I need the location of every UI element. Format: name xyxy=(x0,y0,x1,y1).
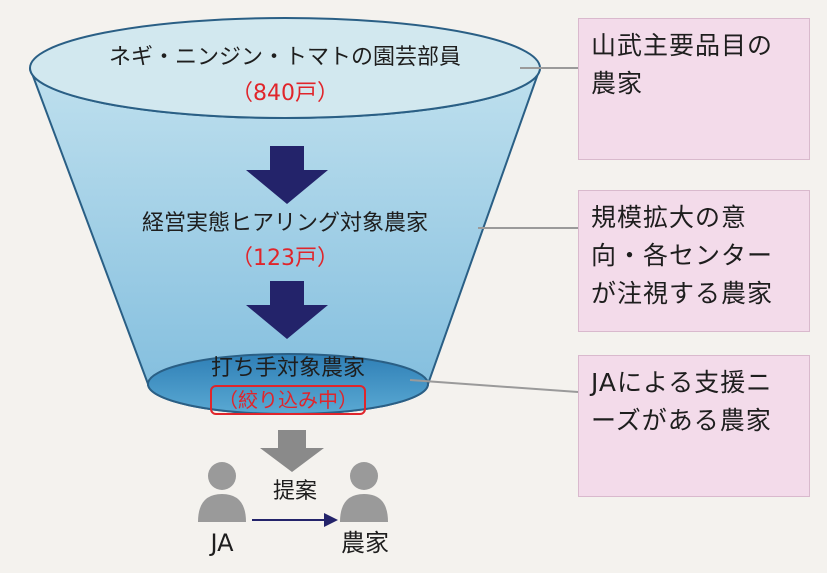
level3-label: 打ち手対象農家 xyxy=(210,356,365,381)
person-icon xyxy=(340,462,388,522)
person-icon xyxy=(198,462,246,522)
note-support-needs-farmers: JAによる支援ニーズがある農家 xyxy=(578,355,810,497)
level1-label: ネギ・ニンジン・トマトの園芸部員 xyxy=(108,45,461,70)
down-arrow-icon xyxy=(246,146,328,204)
level3-status-wrap: （絞り込み中） xyxy=(178,385,398,415)
level3-status: （絞り込み中） xyxy=(210,385,366,415)
level1-count: （840戸） xyxy=(231,81,339,106)
level2-label: 経営実態ヒアリング対象農家 xyxy=(141,211,428,236)
connector-line xyxy=(409,379,579,393)
down-arrow-icon xyxy=(260,430,324,472)
farmer-label: 農家 xyxy=(341,529,389,557)
proposal-label: 提案 xyxy=(272,479,317,504)
ja-label: JA xyxy=(210,529,234,557)
note-main-crop-farmers: 山武主要品目の農家 xyxy=(578,18,810,160)
proposal-arrow-icon xyxy=(252,513,338,527)
down-arrow-icon xyxy=(246,281,328,339)
level2-count: （123戸） xyxy=(231,246,339,271)
note-expansion-farmers: 規模拡大の意向・各センターが注視する農家 xyxy=(578,190,810,332)
